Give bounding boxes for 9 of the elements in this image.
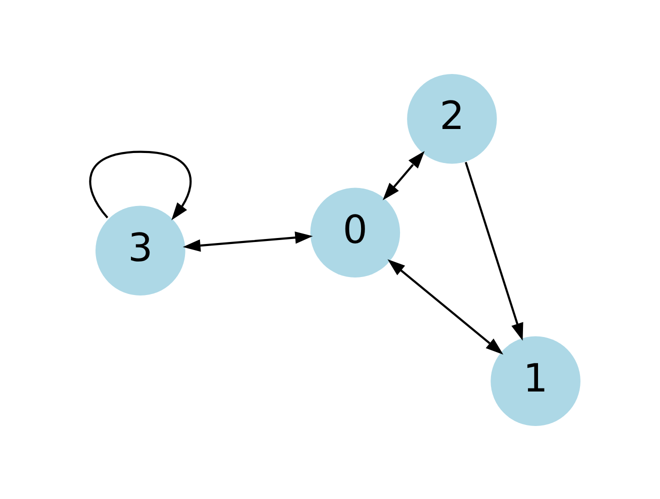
node-circle: 2 — [406, 73, 496, 164]
node-circle: 1 — [490, 336, 580, 426]
node-circle: 0 — [310, 187, 400, 277]
arrow — [182, 230, 312, 252]
arrow — [464, 161, 523, 340]
node-circle: 3 — [95, 205, 185, 295]
arrow — [387, 258, 503, 354]
arrow — [88, 150, 192, 220]
arrow — [382, 150, 424, 200]
